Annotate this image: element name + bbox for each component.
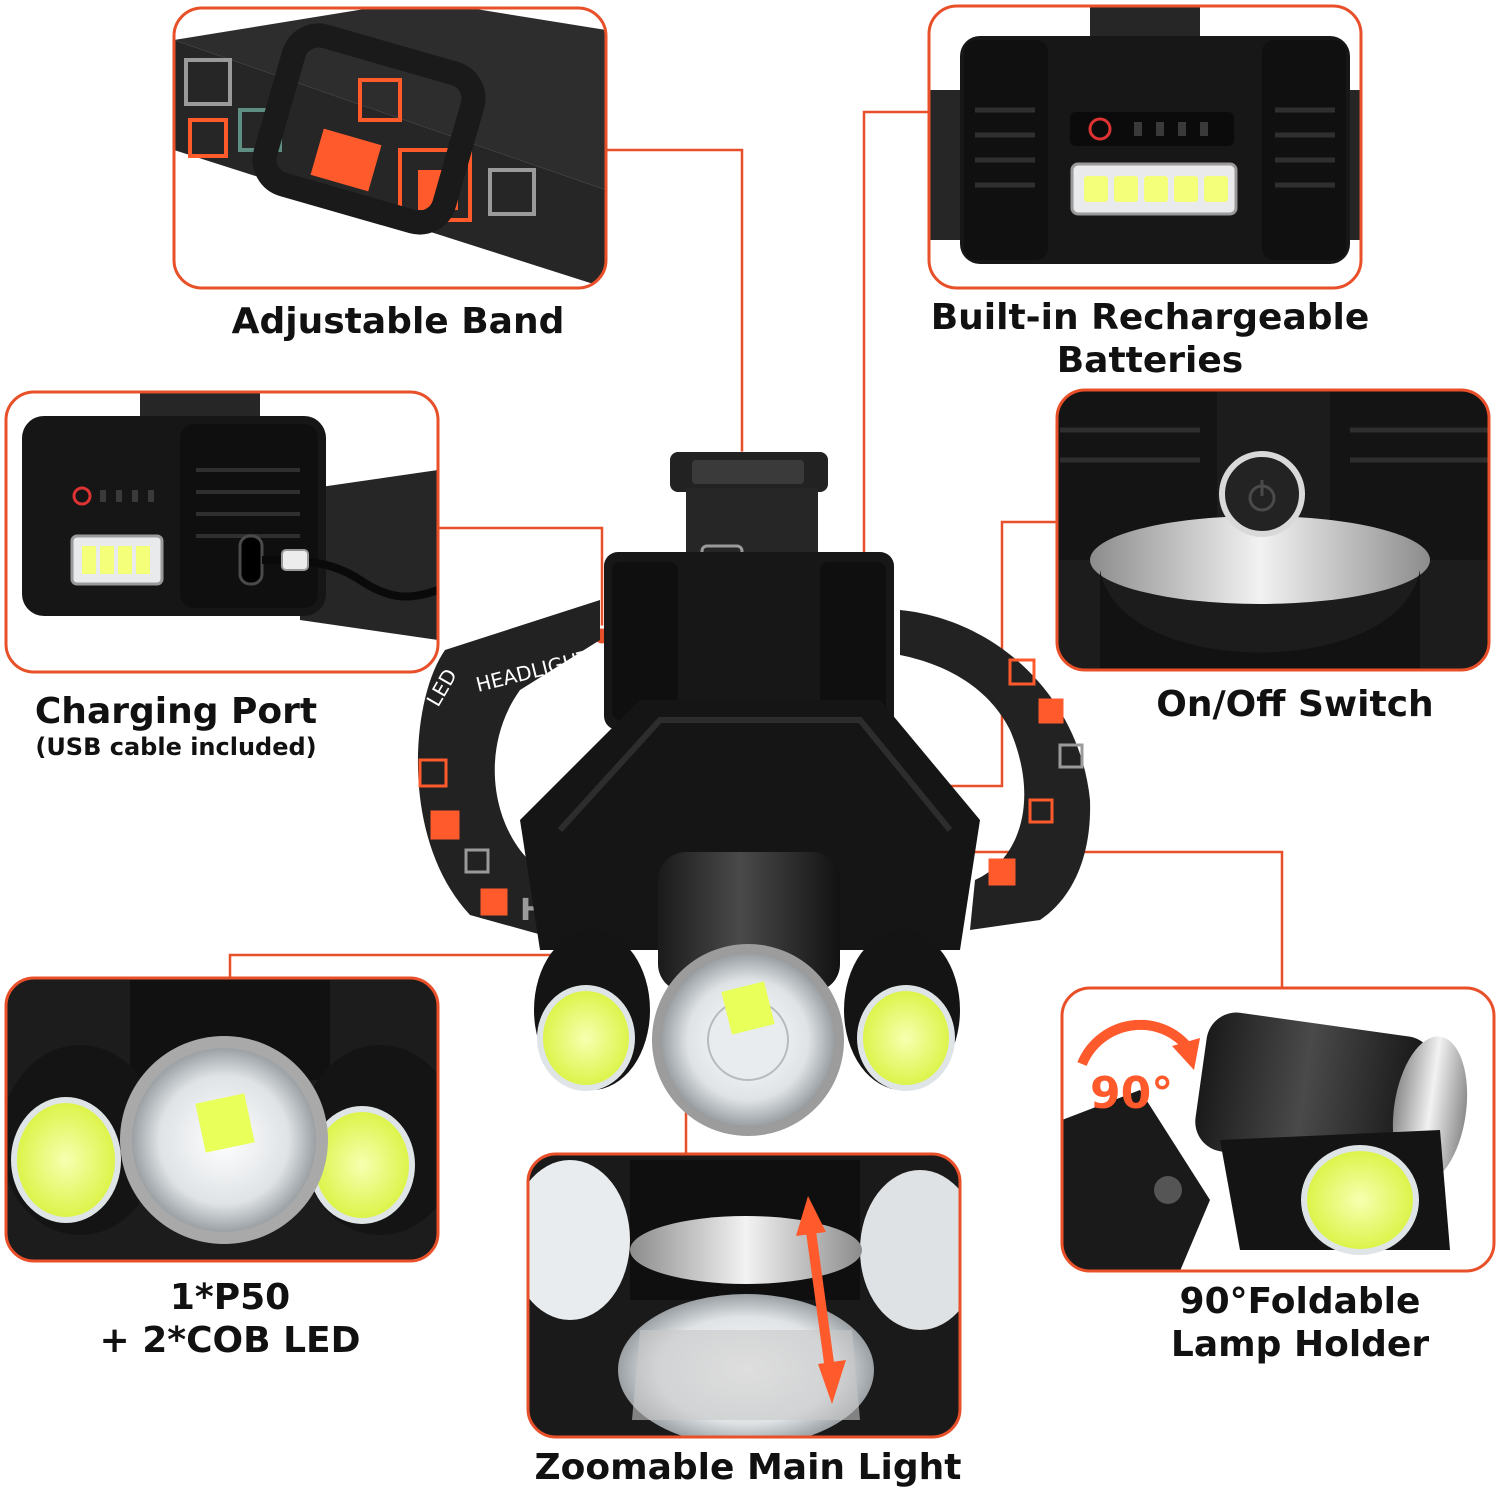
caption-batteries-line2: Batteries: [1056, 340, 1244, 382]
caption-foldable-line2: Lamp Holder: [1170, 1324, 1430, 1366]
fold-angle-label: 90°: [1090, 1068, 1173, 1119]
caption-switch: On/Off Switch: [1140, 683, 1450, 726]
caption-adjustable-band: Adjustable Band: [200, 300, 596, 343]
caption-leds: 1*P50 + 2*COB LED: [60, 1276, 400, 1362]
callout-line-port: [438, 526, 604, 636]
caption-charging-port-note: (USB cable included): [35, 733, 317, 762]
panel-frame: [172, 6, 608, 290]
rotate-arrow-icon: [1077, 1019, 1194, 1067]
panel-frame: [1055, 388, 1491, 672]
callout-line-batteries: [862, 110, 929, 620]
caption-leds-line2: + 2*COB LED: [99, 1320, 361, 1362]
panel-charging-port: [4, 390, 440, 674]
panel-switch: [1055, 388, 1491, 672]
headband-loop: [417, 600, 600, 940]
caption-adjustable-band-text: Adjustable Band: [231, 301, 565, 342]
caption-foldable: 90°Foldable Lamp Holder: [1120, 1280, 1480, 1366]
led-cluster-icon: [11, 1097, 121, 1223]
battery-power-led: [1088, 117, 1112, 141]
panel-zoom: [526, 1152, 962, 1439]
caption-zoom-text: Zoomable Main Light: [534, 1447, 962, 1488]
panel-batteries: [927, 4, 1363, 290]
caption-charging-port: Charging Port (USB cable included): [6, 690, 346, 762]
panel-frame: [927, 4, 1363, 290]
headlamp-product: LED HEADLIGHT HE: [417, 452, 1091, 1136]
zoom-arrow-icon: [796, 1196, 846, 1404]
panel-frame: [4, 976, 440, 1263]
band-pattern: [418, 658, 1084, 916]
caption-zoom: Zoomable Main Light: [520, 1446, 976, 1489]
panel-frame: [1060, 986, 1496, 1273]
callout-line-band: [606, 148, 744, 462]
panel-adjustable-band: [172, 6, 608, 290]
panel-leds: [4, 976, 440, 1263]
caption-leds-line1: 1*P50: [169, 1277, 291, 1318]
caption-foldable-line1: 90°Foldable: [1179, 1281, 1421, 1322]
caption-charging-port-text: Charging Port: [34, 691, 318, 732]
caption-batteries-line1: Built-in Rechargeable: [930, 297, 1370, 338]
caption-switch-text: On/Off Switch: [1156, 684, 1434, 725]
caption-batteries: Built-in Rechargeable Batteries: [920, 296, 1380, 382]
panel-frame: [526, 1152, 962, 1439]
panel-foldable: 90°: [1060, 986, 1496, 1273]
usb-c-port-icon: [238, 534, 264, 586]
panel-frame: [4, 390, 440, 674]
adjustable-buckle-icon: [252, 23, 486, 235]
callout-line-leds: [228, 953, 584, 978]
